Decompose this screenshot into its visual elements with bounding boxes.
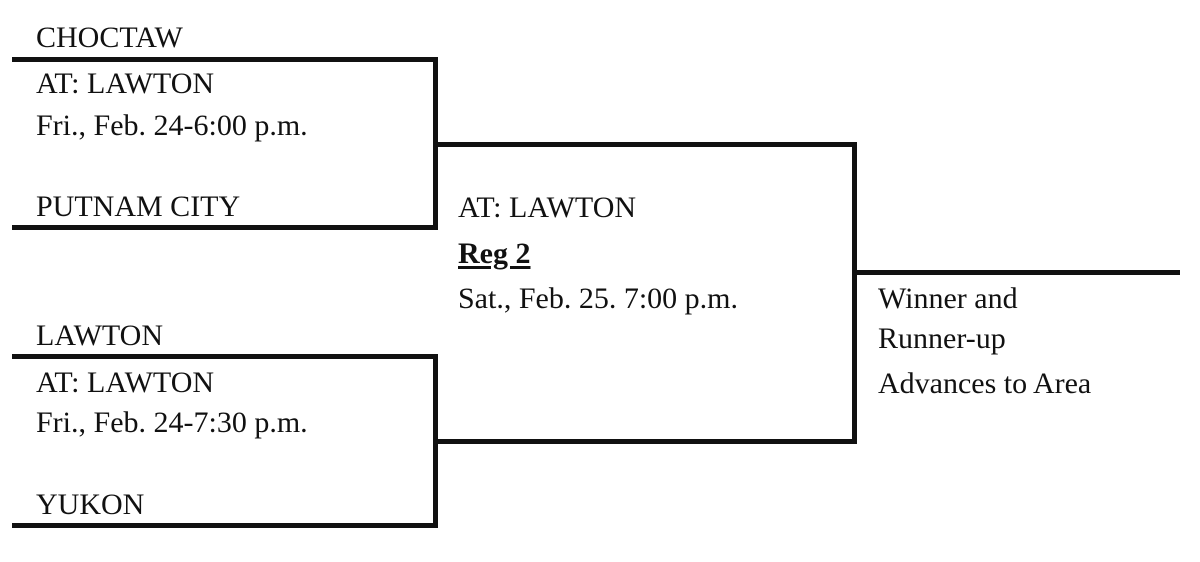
- game2-location: AT: LAWTON: [36, 366, 215, 399]
- game2-team-top: LAWTON: [36, 319, 164, 352]
- final-location: AT: LAWTON: [458, 191, 637, 224]
- game1-bottom-line: [12, 225, 438, 230]
- game1-datetime: Fri., Feb. 24-6:00 p.m.: [36, 109, 308, 142]
- game2-bottom-line: [12, 523, 438, 528]
- game1-location: AT: LAWTON: [36, 67, 215, 100]
- final-title: Reg 2: [458, 237, 531, 270]
- result-line: [852, 270, 1180, 275]
- final-bottom-line: [433, 439, 857, 444]
- game2-team-bottom: YUKON: [36, 488, 145, 521]
- result-line1: Winner and: [878, 282, 1018, 315]
- game1-team-bottom: PUTNAM CITY: [36, 190, 241, 223]
- final-top-line: [433, 142, 857, 147]
- game2-top-line: [12, 354, 438, 359]
- game1-team-top: CHOCTAW: [36, 21, 183, 54]
- game2-datetime: Fri., Feb. 24-7:30 p.m.: [36, 406, 308, 439]
- result-line3: Advances to Area: [878, 367, 1092, 400]
- result-line2: Runner-up: [878, 322, 1006, 355]
- game1-top-line: [12, 57, 438, 62]
- final-connector-line: [852, 142, 857, 444]
- final-datetime: Sat., Feb. 25. 7:00 p.m.: [458, 282, 739, 315]
